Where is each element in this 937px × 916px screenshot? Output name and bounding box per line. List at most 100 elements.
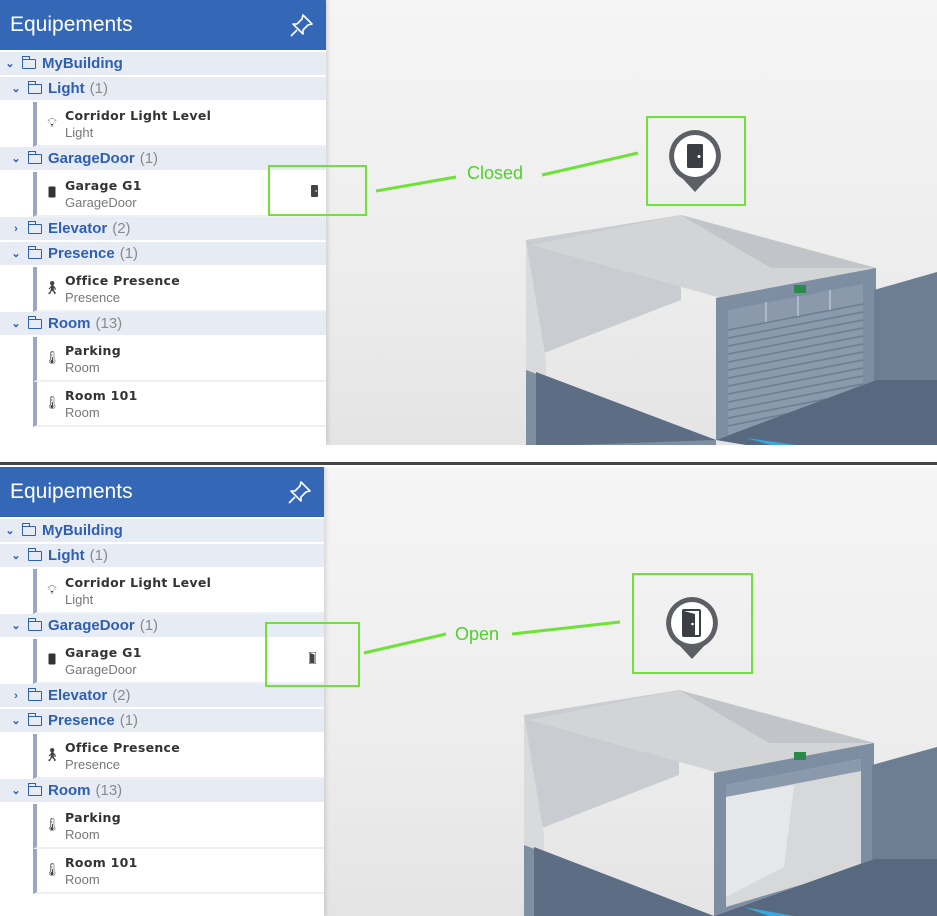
list-item-parking[interactable]: 🌡︎ Parking Room	[33, 804, 324, 849]
chevron-down-icon[interactable]: ⌄	[11, 318, 21, 330]
callout-box-marker	[632, 573, 753, 674]
sidebar-header: Equipements	[0, 467, 324, 517]
callout-box-sidebar	[265, 622, 360, 687]
garage-3d-model	[526, 215, 937, 445]
folder-icon	[27, 617, 42, 631]
item-type: Light	[65, 591, 94, 607]
3d-scene-view[interactable]	[326, 0, 937, 445]
thermometer-icon: 🌡︎	[43, 351, 61, 366]
chevron-down-icon[interactable]: ⌄	[11, 715, 21, 727]
group-label: Elevator	[48, 687, 108, 704]
item-name: Parking	[65, 809, 121, 825]
callout-box-marker	[646, 116, 746, 206]
group-count: (1)	[119, 712, 139, 729]
door-closed-status-icon	[311, 185, 318, 197]
chevron-down-icon[interactable]: ⌄	[11, 83, 21, 95]
item-name: Room 101	[65, 854, 138, 870]
chevron-right-icon[interactable]: ›	[14, 222, 18, 235]
door-closed-map-marker-icon[interactable]	[667, 128, 723, 194]
door-icon	[43, 653, 61, 669]
chevron-down-icon[interactable]: ⌄	[11, 620, 21, 632]
list-item-garage-g1[interactable]: Garage G1 GarageDoor	[33, 639, 324, 684]
garage-3d-model	[524, 690, 937, 916]
callout-label: Open	[455, 624, 500, 644]
group-label: Light	[48, 547, 85, 564]
chevron-down-icon[interactable]: ⌄	[5, 58, 15, 70]
item-name: Garage G1	[65, 177, 142, 193]
tree-group-presence[interactable]: ⌄ Presence (1)	[0, 709, 324, 734]
folder-icon	[27, 782, 42, 796]
group-label: Room	[48, 782, 91, 799]
tree-group-room[interactable]: ⌄ Room (13)	[0, 779, 324, 804]
pin-icon[interactable]	[286, 478, 314, 506]
tree-root-mybuilding[interactable]: ⌄ MyBuilding	[0, 52, 326, 77]
group-count: (13)	[95, 315, 123, 332]
sensor-icon: 🚶︎	[43, 748, 61, 763]
folder-icon	[27, 712, 42, 726]
item-type: Presence	[65, 756, 120, 772]
equipment-sidebar: Equipements ⌄ MyBuilding ⌄ Light (1)	[0, 467, 324, 916]
tree-root-mybuilding[interactable]: ⌄ MyBuilding	[0, 519, 324, 544]
group-label: Room	[48, 315, 91, 332]
item-name: Corridor Light Level	[65, 107, 212, 123]
tree-group-garagedoor[interactable]: ⌄ GarageDoor (1)	[0, 614, 324, 639]
item-name: Parking	[65, 342, 121, 358]
chevron-down-icon[interactable]: ⌄	[11, 153, 21, 165]
folder-icon	[21, 55, 36, 69]
chevron-down-icon[interactable]: ⌄	[11, 550, 21, 562]
tree-root-label: MyBuilding	[42, 55, 123, 72]
door-open-map-marker-icon[interactable]	[664, 595, 720, 661]
item-name: Office Presence	[65, 272, 181, 288]
item-type: Presence	[65, 289, 120, 305]
tree-group-light[interactable]: ⌄ Light (1)	[0, 544, 324, 569]
sensor-icon: 🚶︎	[43, 281, 61, 296]
item-type: Light	[65, 124, 94, 140]
chevron-down-icon[interactable]: ⌄	[11, 785, 21, 797]
door-open-status-icon	[309, 652, 316, 664]
bulb-icon: 💡︎	[47, 116, 57, 131]
group-label: GarageDoor	[48, 617, 135, 634]
item-type: Room	[65, 359, 100, 375]
screenshot-open: Equipements ⌄ MyBuilding ⌄ Light (1)	[0, 467, 937, 916]
chevron-right-icon[interactable]: ›	[14, 689, 18, 702]
chevron-down-icon[interactable]: ⌄	[11, 248, 21, 260]
group-count: (1)	[119, 245, 139, 262]
group-count: (13)	[95, 782, 123, 799]
thermometer-icon: 🌡︎	[43, 863, 61, 878]
list-item-garage-g1[interactable]: Garage G1 GarageDoor	[33, 172, 326, 217]
sidebar-title: Equipements	[10, 13, 133, 36]
list-item-office-presence[interactable]: 🚶︎ Office Presence Presence	[33, 734, 324, 779]
group-label: Light	[48, 80, 85, 97]
tree-group-room[interactable]: ⌄ Room (13)	[0, 312, 326, 337]
tree-group-light[interactable]: ⌄ Light (1)	[0, 77, 326, 102]
tree-group-presence[interactable]: ⌄ Presence (1)	[0, 242, 326, 267]
list-item-room-101[interactable]: 🌡︎ Room 101 Room	[33, 382, 326, 427]
tree-group-garagedoor[interactable]: ⌄ GarageDoor (1)	[0, 147, 326, 172]
pin-icon[interactable]	[288, 11, 316, 39]
folder-icon	[27, 150, 42, 164]
tree-group-elevator[interactable]: › Elevator (2)	[0, 217, 326, 242]
equipment-sidebar: Equipements ⌄ MyBuilding ⌄ Light (1)	[0, 0, 326, 445]
list-item-parking[interactable]: 🌡︎ Parking Room	[33, 337, 326, 382]
list-item-corridor-light[interactable]: 💡︎ Corridor Light Level Light	[33, 569, 324, 614]
list-item-corridor-light[interactable]: 💡︎ Corridor Light Level Light	[33, 102, 326, 147]
item-name: Office Presence	[65, 739, 181, 755]
group-count: (1)	[89, 80, 108, 97]
chevron-down-icon[interactable]: ⌄	[5, 525, 15, 537]
callout-box-sidebar	[268, 165, 367, 216]
group-label: Presence	[48, 245, 115, 262]
3d-scene-view[interactable]	[324, 467, 937, 916]
tree-group-elevator[interactable]: › Elevator (2)	[0, 684, 324, 709]
list-item-room-101[interactable]: 🌡︎ Room 101 Room	[33, 849, 324, 894]
item-name: Corridor Light Level	[65, 574, 212, 590]
thermometer-icon: 🌡︎	[43, 396, 61, 411]
folder-icon	[27, 687, 42, 701]
group-label: GarageDoor	[48, 150, 135, 167]
item-name: Room 101	[65, 387, 138, 403]
screenshot-closed: Equipements ⌄ MyBuilding ⌄ Light (1)	[0, 0, 937, 445]
equipment-tree: ⌄ MyBuilding ⌄ Light (1) 💡︎ Corridor Lig…	[0, 517, 324, 894]
list-item-office-presence[interactable]: 🚶︎ Office Presence Presence	[33, 267, 326, 312]
tree-root-label: MyBuilding	[42, 522, 123, 539]
group-count: (1)	[139, 617, 159, 634]
item-type: Room	[65, 404, 100, 420]
